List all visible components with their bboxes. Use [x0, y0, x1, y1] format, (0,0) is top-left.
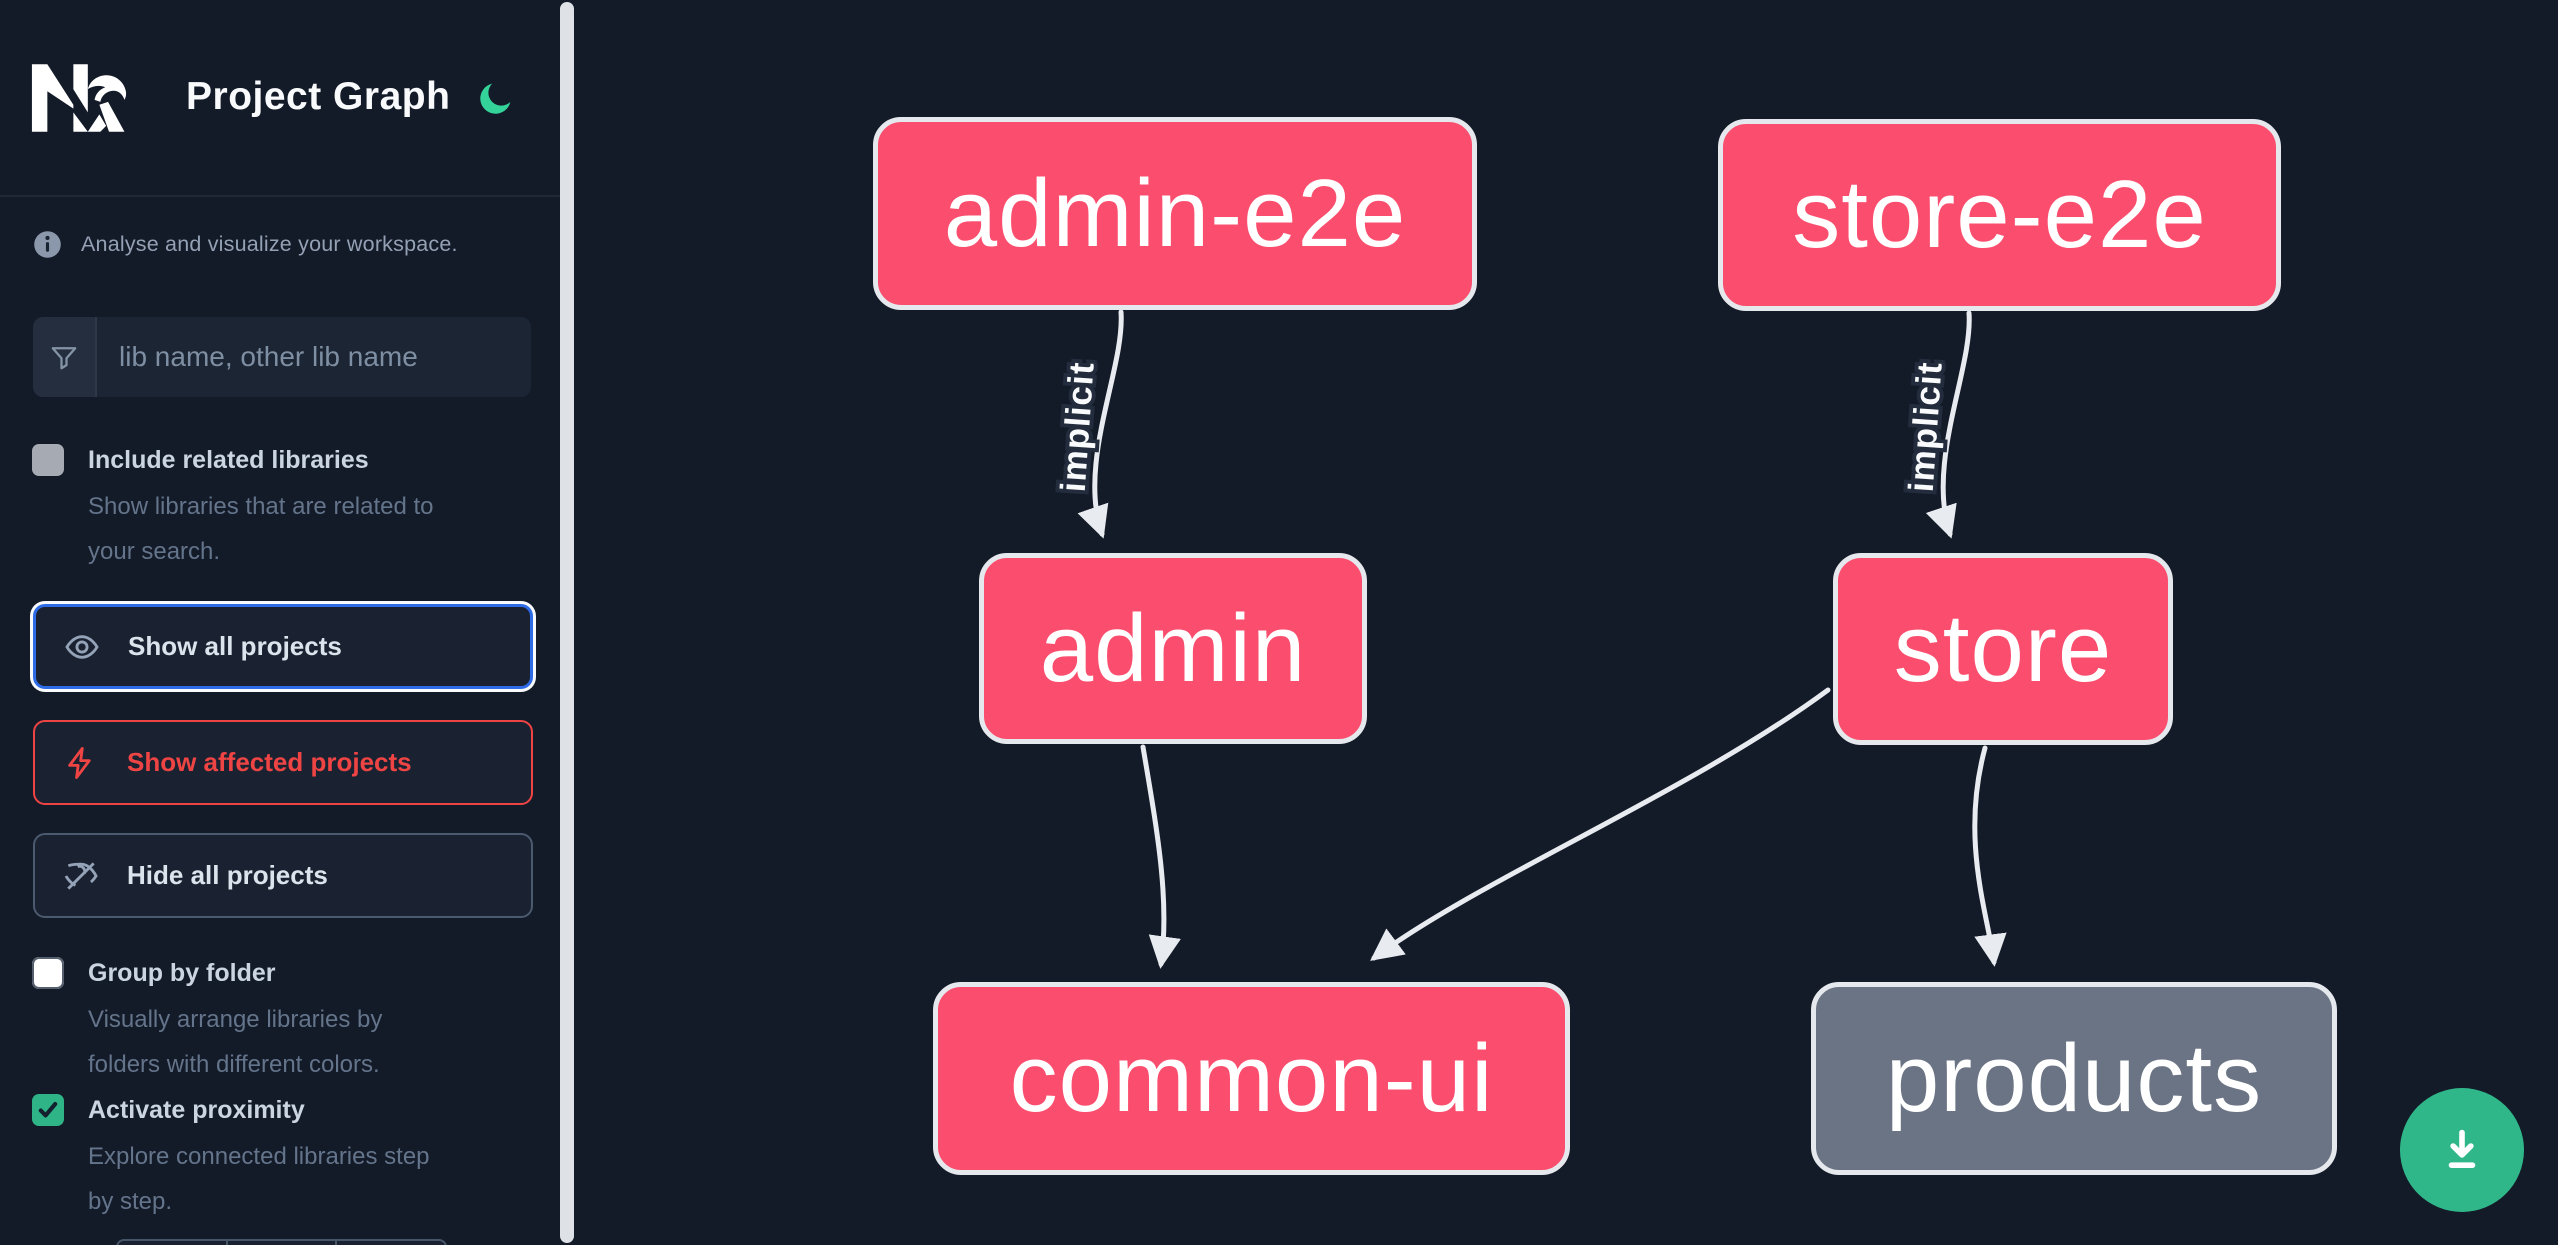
include-related-row: Include related libraries Show libraries… — [32, 442, 528, 574]
search-input[interactable] — [97, 317, 531, 397]
activate-proximity-label[interactable]: Activate proximity — [88, 1096, 305, 1124]
graph-node-label: store-e2e — [1792, 161, 2207, 268]
download-button[interactable] — [2400, 1088, 2524, 1212]
group-by-folder-description: Visually arrange libraries by folders wi… — [88, 1006, 383, 1078]
eye-off-icon — [64, 861, 98, 890]
bolt-icon — [68, 746, 91, 779]
sidebar-scrollbar[interactable] — [560, 2, 574, 1243]
show-all-projects-label: Show all projects — [128, 631, 342, 661]
edge-store-to-products — [1972, 745, 2007, 967]
graph-node-store[interactable]: store — [1833, 553, 2173, 745]
graph-node-admin-e2e[interactable]: admin-e2e — [873, 117, 1477, 310]
show-affected-projects-button[interactable]: Show affected projects — [33, 720, 533, 805]
include-related-checkbox[interactable] — [32, 444, 64, 476]
group-by-folder-row: Group by folder Visually arrange librari… — [32, 955, 528, 1087]
graph-node-store-e2e[interactable]: store-e2e — [1718, 119, 2281, 311]
tagline-text: Analyse and visualize your workspace. — [81, 232, 458, 256]
info-icon — [34, 231, 61, 258]
search-box — [33, 317, 531, 397]
include-related-description: Show libraries that are related to your … — [88, 493, 434, 565]
group-by-folder-checkbox[interactable] — [32, 957, 64, 989]
download-icon — [2448, 1129, 2476, 1168]
activate-proximity-description: Explore connected libraries step by step… — [88, 1143, 430, 1215]
activate-proximity-row: Activate proximity Explore connected lib… — [32, 1092, 528, 1224]
checkmark-icon — [38, 1101, 58, 1118]
show-all-projects-button[interactable]: Show all projects — [33, 604, 533, 689]
sidebar-header: Project Graph — [0, 0, 560, 197]
include-related-label[interactable]: Include related libraries — [88, 446, 369, 474]
moon-icon[interactable] — [475, 77, 517, 119]
hide-all-projects-button[interactable]: Hide all projects — [33, 833, 533, 918]
show-affected-projects-label: Show affected projects — [127, 747, 412, 777]
edge-store-to-common-ui — [1370, 687, 1831, 961]
group-by-folder-label[interactable]: Group by folder — [88, 959, 276, 987]
graph-node-admin[interactable]: admin — [979, 553, 1367, 744]
hide-all-projects-label: Hide all projects — [127, 860, 328, 890]
graph-node-label: products — [1885, 1024, 2263, 1132]
page-title: Project Graph — [186, 75, 451, 118]
graph-node-products[interactable]: products — [1811, 982, 2337, 1175]
edge-store-e2e-to-store — [1925, 310, 1972, 539]
edge-admin-to-common-ui — [1140, 744, 1181, 969]
graph-node-label: common-ui — [1009, 1024, 1494, 1132]
sidebar: Project Graph Analyse and visualize your… — [0, 0, 560, 1245]
activate-proximity-checkbox[interactable] — [32, 1094, 64, 1126]
graph-node-label: store — [1893, 595, 2113, 702]
nx-logo-icon — [31, 64, 127, 132]
graph-node-label: admin-e2e — [943, 159, 1407, 267]
edge-admin-e2e-to-admin — [1077, 309, 1124, 539]
filter-funnel-icon — [33, 317, 97, 397]
eye-icon — [65, 634, 99, 659]
graph-node-label: admin — [1039, 594, 1307, 702]
proximity-depth-stepper[interactable] — [116, 1239, 447, 1245]
tagline-row: Analyse and visualize your workspace. — [33, 230, 458, 259]
graph-node-common-ui[interactable]: common-ui — [933, 982, 1570, 1175]
